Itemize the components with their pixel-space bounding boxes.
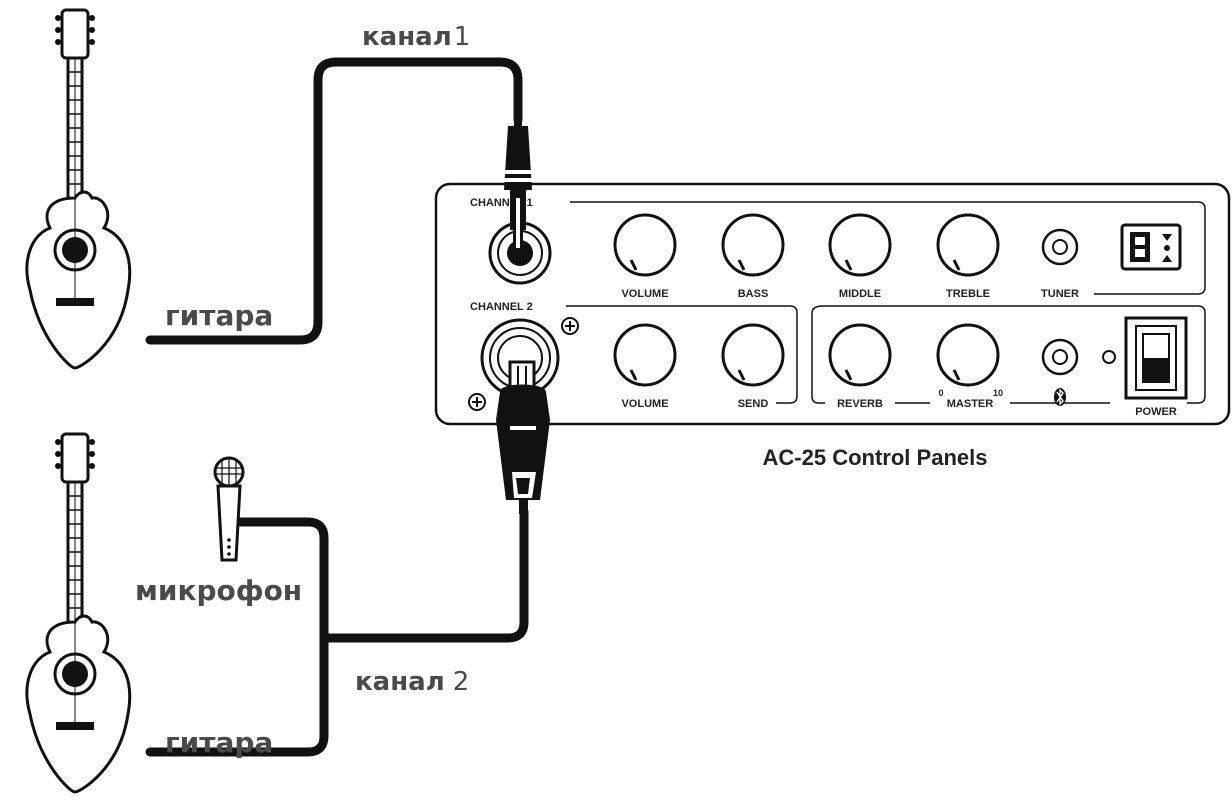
acoustic-guitar-icon (25, 8, 132, 370)
master-label: MASTER (947, 398, 994, 410)
ch1-volume-label: VOLUME (621, 288, 668, 300)
ch1-volume-knob[interactable] (613, 213, 677, 277)
master-knob[interactable] (936, 323, 1000, 387)
channel1-input-jack[interactable] (488, 221, 552, 285)
power-switch-icon[interactable] (1124, 316, 1188, 400)
ch1-treble-knob[interactable] (936, 213, 1000, 277)
amp-control-panel: CHANNEL 1 CHANNEL 2 (434, 182, 1231, 470)
ch2-volume-label: VOLUME (621, 398, 668, 410)
panel-caption: AC-25 Control Panels (763, 445, 988, 470)
jack-plug-icon (504, 112, 532, 250)
tuner-display-icon (1120, 223, 1182, 271)
ch1-middle-label: MIDDLE (839, 288, 881, 300)
master-max-label: 10 (993, 388, 1003, 398)
power-led (1102, 350, 1116, 364)
cable-channel-1 (145, 57, 523, 345)
ch1-treble-label: TREBLE (946, 288, 990, 300)
bluetooth-button[interactable] (1041, 338, 1079, 376)
tuner-label: TUNER (1041, 288, 1079, 300)
microphone-icon (213, 456, 245, 562)
ch2-send-label: SEND (738, 398, 769, 410)
ch2-volume-knob[interactable] (613, 323, 677, 387)
cable-channel-2 (145, 507, 529, 757)
xlr-plug-icon (496, 360, 550, 514)
microphone-label: микрофон (135, 574, 302, 607)
ch2-send-knob[interactable] (721, 323, 785, 387)
guitar-top-label: гитара (165, 299, 273, 332)
ch1-middle-knob[interactable] (828, 213, 892, 277)
channel2-title: CHANNEL 2 (470, 301, 533, 313)
channel1-cable-label: канал1 (362, 22, 470, 52)
bluetooth-icon (1054, 388, 1066, 406)
ch1-bass-knob[interactable] (721, 213, 785, 277)
reverb-knob[interactable] (828, 323, 892, 387)
tuner-button[interactable] (1041, 228, 1079, 266)
power-label: POWER (1135, 406, 1177, 418)
ch1-bass-label: BASS (738, 288, 769, 300)
acoustic-guitar-icon (25, 432, 132, 794)
reverb-label: REVERB (837, 398, 883, 410)
master-min-label: 0 (938, 388, 943, 398)
guitar-bottom-label: гитара (165, 726, 273, 759)
